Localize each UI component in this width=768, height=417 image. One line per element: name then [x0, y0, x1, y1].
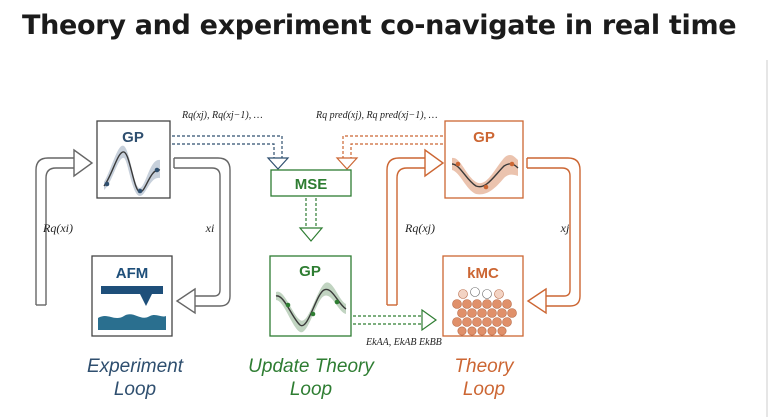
experiment-gp-box: GP — [96, 120, 171, 199]
experiment-right-arrow-label: xi — [205, 221, 215, 235]
theory-right-arrow — [526, 157, 581, 315]
afm-tip-icon — [98, 286, 166, 330]
update-gp-box: GP — [269, 255, 352, 337]
experiment-loop-label-line2: Loop — [114, 379, 156, 400]
update-loop-label-line2: Loop — [290, 379, 332, 400]
mse-box: MSE — [270, 169, 352, 197]
update-top-left-label: Rq(xj), Rq(xj−1), … — [181, 110, 263, 121]
theory-left-arrow — [386, 148, 445, 306]
gp-plot-icon — [451, 154, 519, 195]
slide-edge-divider — [766, 60, 768, 417]
gp-plot-icon — [275, 282, 347, 333]
update-loop-label-line1: Update Theory — [248, 356, 375, 377]
experiment-gp-label: GP — [122, 129, 144, 146]
kmc-label: kMC — [467, 265, 499, 282]
experiment-right-arrow — [173, 157, 231, 315]
theory-loop: GP kMC — [386, 120, 581, 400]
update-gp-label: GP — [299, 263, 321, 280]
slide-title: Theory and experiment co-navigate in rea… — [22, 10, 737, 41]
afm-label: AFM — [116, 265, 149, 282]
exp-to-mse-dashed-arrow — [172, 135, 290, 170]
theory-to-mse-dashed-arrow — [335, 135, 443, 170]
kmc-box: kMC — [442, 255, 524, 337]
theory-loop-label-line1: Theory — [454, 356, 515, 377]
experiment-left-arrow — [35, 148, 94, 306]
update-top-right-label: Rq pred(xj), Rq pred(xj−1), … — [315, 110, 438, 121]
gp-to-kmc-dashed-arrow — [353, 308, 438, 332]
theory-right-arrow-label: xj — [560, 221, 570, 235]
theory-left-arrow-label: Rq(xj) — [404, 221, 435, 235]
experiment-loop-label-line1: Experiment — [87, 356, 184, 377]
mse-to-gp-dashed-arrow — [298, 198, 324, 242]
afm-box: AFM — [91, 255, 173, 337]
experiment-left-arrow-label: Rq(xi) — [42, 221, 73, 235]
gp-plot-icon — [103, 145, 161, 196]
experiment-loop: GP AFM Rq(xi) — [35, 120, 231, 400]
update-theory-loop: Rq(xj), Rq(xj−1), … Rq pred(xj), Rq pred… — [172, 110, 443, 400]
mse-label: MSE — [295, 176, 328, 193]
kmc-atoms-icon — [452, 287, 517, 336]
update-bottom-label: EkAA, EkAB EkBB — [365, 337, 442, 348]
theory-gp-label: GP — [473, 129, 495, 146]
theory-loop-label-line2: Loop — [463, 379, 505, 400]
theory-gp-box: GP — [444, 120, 524, 199]
